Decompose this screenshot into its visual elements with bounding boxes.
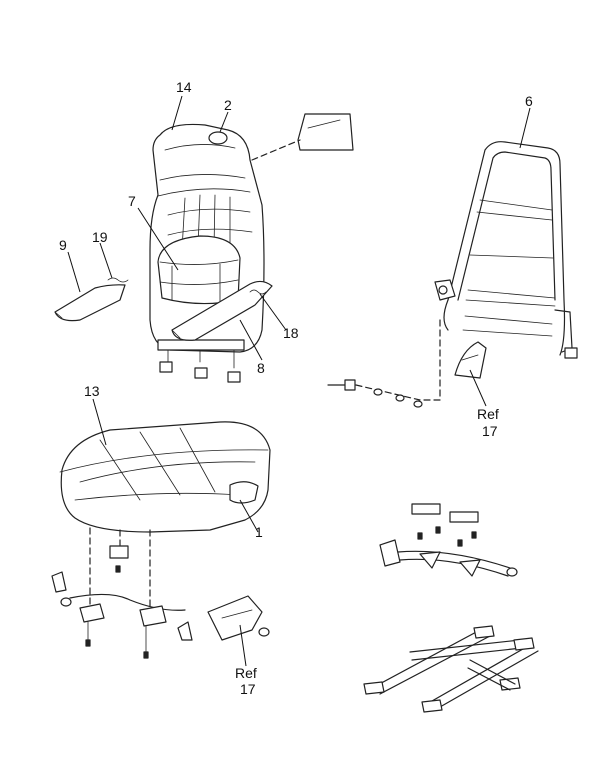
callout-ref-17-number-a: 17 xyxy=(482,423,498,439)
cushion-hardware xyxy=(51,545,270,659)
callout-6: 6 xyxy=(525,93,533,109)
callout-8: 8 xyxy=(257,360,265,376)
callout-18: 18 xyxy=(283,325,299,341)
seat-adjuster-upper xyxy=(379,503,518,577)
callout-ref-17-label-b: Ref xyxy=(235,665,257,681)
callout-14: 14 xyxy=(176,79,192,95)
callout-19: 19 xyxy=(92,229,108,245)
seat-adjuster-lower xyxy=(363,625,539,713)
callout-2: 2 xyxy=(224,97,232,113)
seat-back-frame xyxy=(327,141,578,408)
callout-13: 13 xyxy=(84,383,100,399)
callout-7: 7 xyxy=(128,193,136,209)
callout-ref-17-label-a: Ref xyxy=(477,406,499,422)
seat-back-assembly xyxy=(54,113,354,383)
callout-1: 1 xyxy=(255,524,263,540)
leader-lines xyxy=(67,95,531,667)
seat-cushion xyxy=(59,421,271,611)
callout-ref-17-number-b: 17 xyxy=(240,681,256,697)
callout-9: 9 xyxy=(59,237,67,253)
